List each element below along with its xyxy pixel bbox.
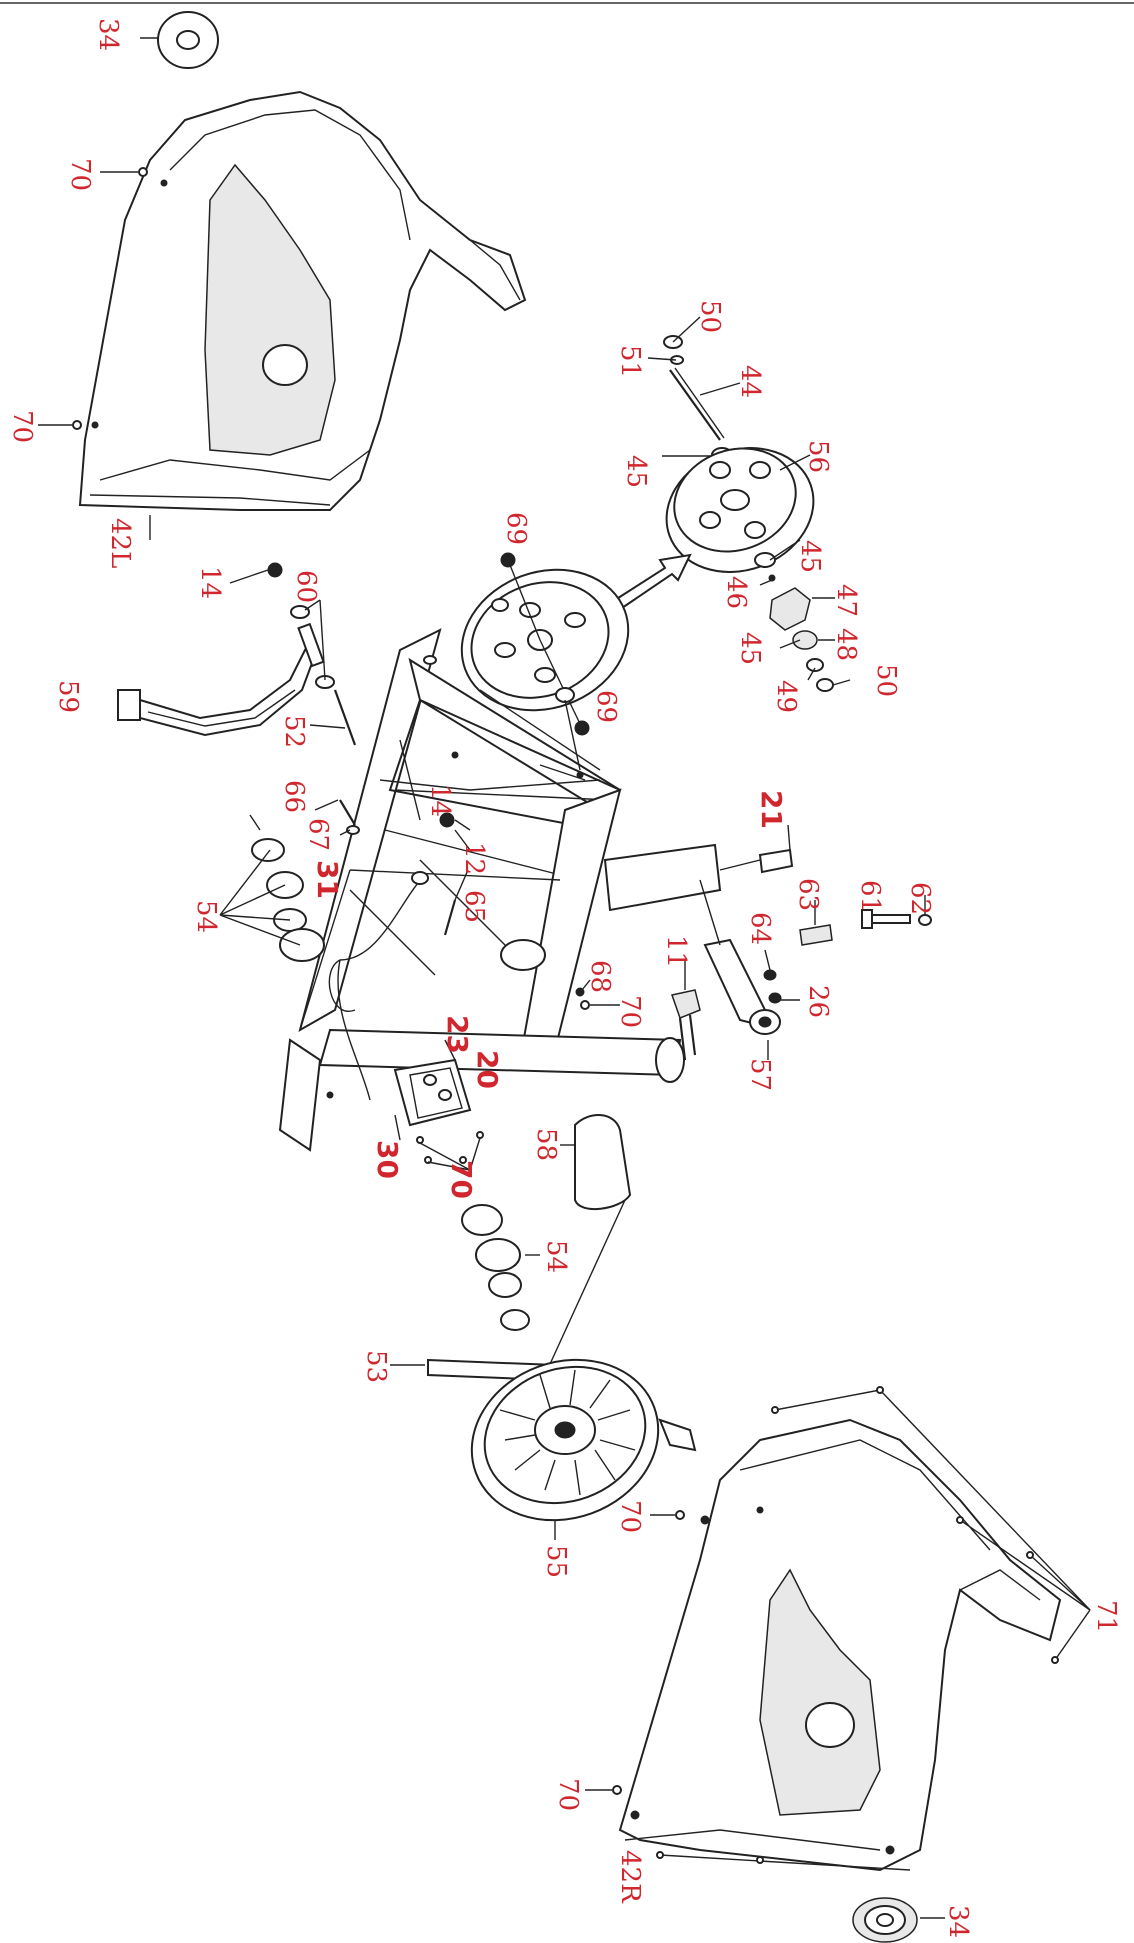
label-23: 23 bbox=[441, 1015, 474, 1054]
part-23-wire bbox=[444, 1039, 456, 1061]
part-68-70-screws bbox=[575, 979, 620, 1010]
label-70-d: 70 bbox=[445, 1160, 478, 1199]
part-69-wheel-small bbox=[460, 552, 630, 736]
part-60-14-52-bolts bbox=[229, 562, 357, 746]
label-42R: 42R bbox=[615, 1850, 645, 1904]
part-70-screw-b bbox=[38, 420, 82, 430]
part-44-axle-group bbox=[647, 316, 741, 463]
part-61-62-bolt bbox=[861, 895, 932, 929]
label-14-b: 14 bbox=[425, 784, 455, 817]
label-58: 58 bbox=[531, 1128, 561, 1161]
part-66-67-bolt bbox=[314, 799, 360, 836]
part-11-bolt bbox=[671, 960, 701, 1061]
part-47-knob bbox=[769, 587, 835, 631]
label-45-a: 45 bbox=[621, 455, 651, 488]
part-45-46-washers bbox=[754, 539, 801, 586]
part-58-belt bbox=[544, 1113, 632, 1376]
part-48-49-50-nuts bbox=[779, 630, 851, 692]
label-67: 67 bbox=[303, 818, 333, 851]
part-70-screw-a bbox=[100, 167, 148, 177]
label-56: 56 bbox=[803, 440, 833, 473]
label-45-c: 45 bbox=[735, 632, 765, 665]
label-47: 47 bbox=[831, 584, 861, 617]
label-50-a: 50 bbox=[695, 300, 725, 333]
label-62: 62 bbox=[905, 882, 935, 915]
part-54-bearings-upper bbox=[219, 814, 325, 962]
part-57-tensioner bbox=[699, 879, 781, 1060]
part-54-bearings-lower bbox=[461, 1204, 540, 1331]
label-61: 61 bbox=[855, 880, 885, 913]
label-54-b: 54 bbox=[541, 1240, 571, 1273]
part-42R-right-cover bbox=[618, 1418, 1062, 1872]
part-31-wire bbox=[328, 871, 436, 1101]
part-30-70-screws bbox=[394, 1114, 484, 1171]
label-14-a: 14 bbox=[195, 566, 225, 599]
label-12: 12 bbox=[459, 842, 489, 875]
label-68: 68 bbox=[585, 960, 615, 993]
part-14-12-65-bolts bbox=[439, 812, 471, 936]
label-34-bottom: 34 bbox=[943, 1905, 973, 1938]
label-45-b: 45 bbox=[795, 540, 825, 573]
part-55-pulley bbox=[470, 1358, 697, 1540]
label-63: 63 bbox=[793, 878, 823, 911]
part-71-screws bbox=[656, 1386, 1091, 1871]
label-71: 71 bbox=[1091, 1600, 1121, 1633]
label-30: 30 bbox=[371, 1140, 404, 1179]
label-55: 55 bbox=[541, 1545, 571, 1578]
label-53: 53 bbox=[361, 1350, 391, 1383]
label-11: 11 bbox=[661, 935, 691, 968]
part-70-screw-right bbox=[585, 1510, 685, 1795]
main-frame bbox=[278, 628, 722, 1152]
label-54-a: 54 bbox=[191, 900, 221, 933]
part-59-brake-pad bbox=[117, 648, 317, 737]
part-63-spring bbox=[799, 900, 833, 946]
label-50-b: 50 bbox=[871, 664, 901, 697]
label-20: 20 bbox=[471, 1050, 504, 1089]
label-44: 44 bbox=[735, 365, 765, 398]
part-21-connector bbox=[719, 824, 794, 874]
label-69-a: 69 bbox=[501, 512, 531, 545]
label-60: 60 bbox=[291, 570, 321, 603]
label-34-top: 34 bbox=[93, 18, 123, 51]
label-51: 51 bbox=[615, 345, 645, 378]
label-59: 59 bbox=[53, 680, 83, 713]
label-31: 31 bbox=[311, 860, 344, 899]
label-46: 46 bbox=[721, 576, 751, 609]
part-34-washer-bottom bbox=[852, 1897, 945, 1943]
label-57: 57 bbox=[745, 1058, 775, 1091]
label-66: 66 bbox=[279, 780, 309, 813]
label-70-c: 70 bbox=[615, 995, 645, 1028]
part-42L-left-cover bbox=[78, 90, 527, 511]
label-70-b: 70 bbox=[7, 410, 37, 443]
label-48: 48 bbox=[831, 628, 861, 661]
label-26: 26 bbox=[803, 985, 833, 1018]
part-64-26-nuts bbox=[763, 949, 800, 1004]
label-70-a: 70 bbox=[65, 158, 95, 191]
part-labels: 34 70 70 42L 50 51 44 45 56 69 45 46 47 … bbox=[7, 18, 1121, 1938]
label-70-f: 70 bbox=[553, 1778, 583, 1811]
label-70-e: 70 bbox=[615, 1500, 645, 1533]
label-64: 64 bbox=[745, 912, 775, 945]
label-65: 65 bbox=[459, 890, 489, 923]
label-52: 52 bbox=[279, 715, 309, 748]
label-21: 21 bbox=[755, 790, 788, 829]
assembly-arrow bbox=[613, 553, 692, 610]
part-34-washer-top bbox=[140, 11, 219, 69]
label-49: 49 bbox=[771, 680, 801, 713]
part-20-controller bbox=[393, 1058, 472, 1127]
label-42L: 42L bbox=[105, 518, 135, 568]
label-69-b: 69 bbox=[591, 690, 621, 723]
